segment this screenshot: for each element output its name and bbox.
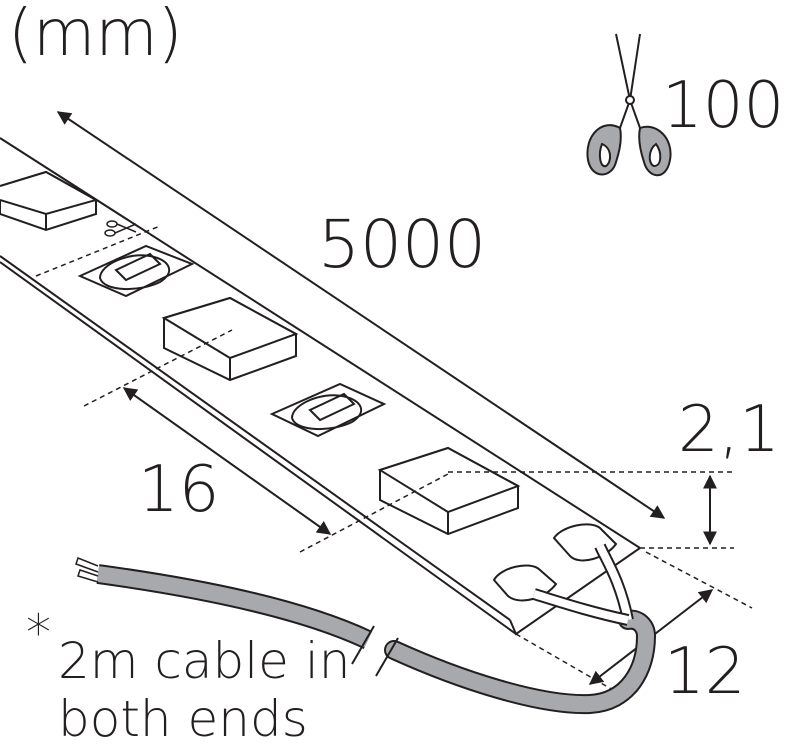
length-label: 5000 [318,206,486,283]
led-chip [161,296,299,382]
cut-interval-label: 100 [662,69,785,143]
led-chip [0,170,99,232]
resistor [77,244,195,298]
scissors-icon [586,33,672,177]
cable [96,543,657,715]
width-label: 12 [664,635,746,709]
note-line-2: both ends [58,690,308,748]
thickness-dimension [448,471,734,549]
thickness-label: 2,1 [678,393,780,467]
pitch-dimension [83,329,449,553]
length-dimension [56,111,666,519]
resistor [269,382,387,438]
unit-label: (mm) [8,0,183,71]
led-chip [377,446,521,536]
cable-wire-ends [75,557,99,583]
pitch-label: 16 [138,453,220,527]
note-line-1: 2m cable in [58,632,351,690]
solder-pad [492,523,618,602]
note-asterisk: * [26,604,51,662]
